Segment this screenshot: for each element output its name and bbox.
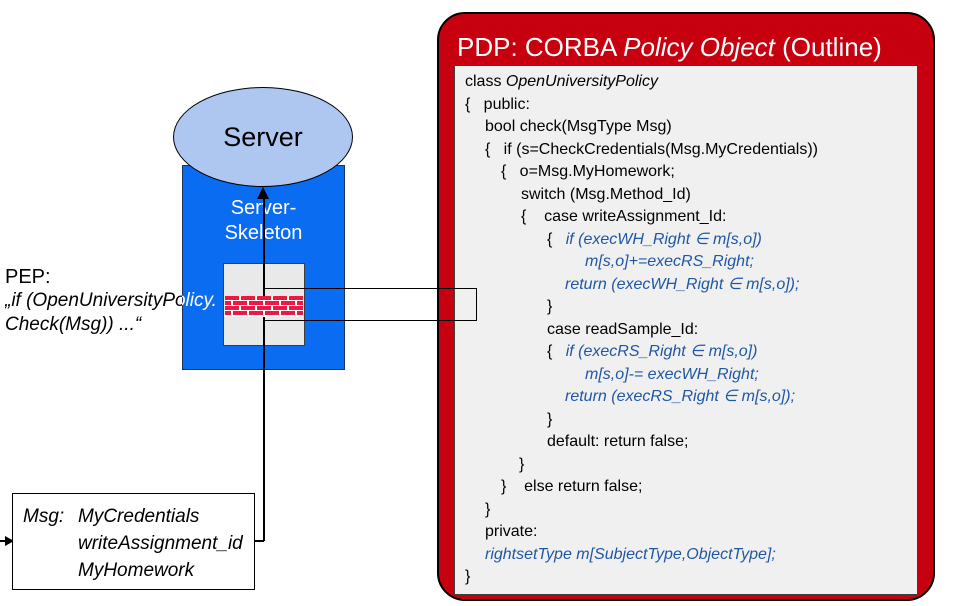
- pdp-title: PDP: CORBA Policy Object (Outline): [457, 32, 882, 63]
- code-segment: }: [485, 500, 491, 518]
- brick-wall-icon: [225, 296, 303, 317]
- pdp-box: PDP: CORBA Policy Object (Outline) class…: [437, 12, 935, 601]
- code-segment: case readSample_Id:: [547, 320, 699, 338]
- code-line: }: [465, 409, 917, 432]
- code-segment: bool check(MsgType Msg): [485, 118, 672, 135]
- code-line: { if (execWH_Right ∈ m[s,o]): [465, 229, 917, 252]
- code-line: } else return false;: [465, 476, 917, 499]
- code-line: { if (s=CheckCredentials(Msg.MyCredentia…: [465, 139, 917, 162]
- code-segment-policy: return (execWH_Right ∈ m[s,o]);: [565, 275, 800, 293]
- pep-code-line1-light: „if (OpenUniversityPolicy.: [5, 290, 217, 311]
- server-ellipse: Server: [173, 87, 353, 187]
- msg-label: Msg:: [23, 506, 65, 527]
- code-segment: }: [547, 298, 553, 315]
- code-segment: { case writeAssignment_Id:: [521, 208, 727, 225]
- code-line: return (execWH_Right ∈ m[s,o]);: [465, 274, 917, 297]
- code-segment-policy: if (execWH_Right ∈ m[s,o]): [565, 230, 762, 248]
- code-segment-policy: m[s,o]+=execRS_Right;: [585, 253, 754, 270]
- pep-code-line1-dark: „if (OpenUniversityPolicy.: [5, 290, 217, 311]
- code-segment: {: [547, 343, 566, 360]
- code-segment: switch (Msg.Method_Id): [521, 185, 691, 203]
- code-line: class OpenUniversityPolicy: [465, 71, 917, 94]
- code-segment: }: [547, 410, 553, 428]
- msg-item-homework: MyHomework: [78, 560, 195, 581]
- code-line: case readSample_Id:: [465, 319, 917, 342]
- pdp-title-part: PDP: CORBA: [457, 32, 624, 62]
- code-segment: OpenUniversityPolicy: [505, 73, 658, 90]
- code-segment-policy: return (execRS_Right ∈ m[s,o]);: [565, 388, 796, 405]
- code-segment: {: [547, 230, 566, 248]
- arrow-right-icon: [5, 536, 14, 546]
- msg-items: MyCredentials writeAssignment_id MyHomew…: [78, 503, 243, 589]
- code-line: default: return false;: [465, 431, 917, 454]
- incoming-message-line: [0, 540, 7, 542]
- code-segment-policy: m[s,o]-= execWH_Right;: [585, 365, 759, 383]
- msg-item-credentials: MyCredentials: [78, 506, 200, 527]
- code-segment: }: [465, 568, 471, 585]
- code-line: { public:: [465, 94, 917, 117]
- code-segment-policy: if (execRS_Right ∈ m[s,o]): [565, 343, 758, 360]
- code-line: { case writeAssignment_Id:: [465, 206, 917, 229]
- code-line: bool check(MsgType Msg): [465, 116, 917, 139]
- code-segment-policy: rightsetType m[SubjectType,ObjectType];: [485, 545, 776, 563]
- code-line: m[s,o]+=execRS_Right;: [465, 251, 917, 274]
- code-segment: class: [465, 73, 506, 90]
- code-segment: { o=Msg.MyHomework;: [501, 163, 675, 180]
- code-segment: } else return false;: [501, 478, 643, 495]
- pep-code-line2: Check(Msg)) ...“: [5, 314, 142, 335]
- code-line: { o=Msg.MyHomework;: [465, 161, 917, 184]
- code-line: }: [465, 499, 917, 522]
- code-line: m[s,o]-= execWH_Right;: [465, 364, 917, 387]
- msg-to-skeleton-connector: [254, 540, 264, 542]
- code-line: private:: [465, 521, 917, 544]
- code-segment: { if (s=CheckCredentials(Msg.MyCredentia…: [485, 140, 818, 158]
- arrow-up-icon: [257, 187, 269, 199]
- pep-code-line1: „if (OpenUniversityPolicy. „if (OpenUniv…: [5, 290, 285, 314]
- code-line: rightsetType m[SubjectType,ObjectType];: [465, 544, 917, 567]
- pdp-title-part: (Outline): [774, 32, 882, 62]
- policy-code-panel: class OpenUniversityPolicy{ public:bool …: [454, 65, 918, 595]
- server-label: Server: [223, 121, 303, 152]
- code-line: { if (execRS_Right ∈ m[s,o]): [465, 341, 917, 364]
- code-line: switch (Msg.Method_Id): [465, 184, 917, 207]
- pep-label: PEP:: [5, 266, 51, 288]
- pdp-title-part: Policy Object: [623, 32, 775, 62]
- code-line: }: [465, 566, 917, 589]
- code-line: return (execRS_Right ∈ m[s,o]);: [465, 386, 917, 409]
- code-segment: private:: [485, 523, 538, 540]
- code-segment: default: return false;: [547, 433, 689, 450]
- msg-box: Msg: MyCredentials writeAssignment_id My…: [12, 493, 255, 590]
- msg-item-method: writeAssignment_id: [78, 533, 243, 554]
- code-line: }: [465, 296, 917, 319]
- code-segment: }: [519, 455, 525, 473]
- invocation-line: [263, 199, 265, 541]
- code-segment: { public:: [465, 95, 530, 113]
- code-line: }: [465, 454, 917, 477]
